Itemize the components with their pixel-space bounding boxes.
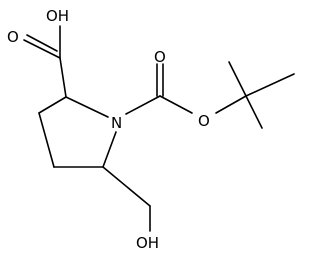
- bond-acid-carbonyl-outer: [23, 39, 61, 59]
- bond-ether-o-quaternary-carbon: [215, 95, 247, 114]
- bond-c5-ch2: [102, 166, 151, 207]
- atom-label-carbamate-carbonyl-oxygen: O: [154, 48, 166, 66]
- atom-label-hydroxymethyl-hydroxyl: OH: [136, 234, 159, 252]
- atom-label-nitrogen: N: [111, 114, 122, 132]
- bond-acid-carbonyl-inner: [26, 34, 58, 52]
- bond-tbutyl-methyl-down: [245, 95, 263, 129]
- bond-ring-c2-c3: [38, 96, 67, 114]
- chemical-structure: N OH O O O OH: [7, 7, 295, 252]
- atom-label-acid-carbonyl-oxygen: O: [7, 28, 19, 46]
- bond-ring-c5-n: [102, 131, 117, 168]
- bond-carbamate-carbon-ether-o: [159, 95, 193, 114]
- atom-label-acid-hydroxyl: OH: [46, 7, 69, 25]
- bond-tbutyl-methyl-up: [228, 61, 247, 97]
- bond-tbutyl-methyl-right: [245, 73, 295, 97]
- atom-label-carbamate-ether-oxygen: O: [198, 112, 210, 130]
- bond-ring-n-c2: [65, 96, 109, 118]
- bond-c2-acid-carbon: [59, 57, 67, 98]
- bond-n-carbamate-carbon: [125, 95, 161, 115]
- bond-ring-c3-c4: [38, 112, 55, 168]
